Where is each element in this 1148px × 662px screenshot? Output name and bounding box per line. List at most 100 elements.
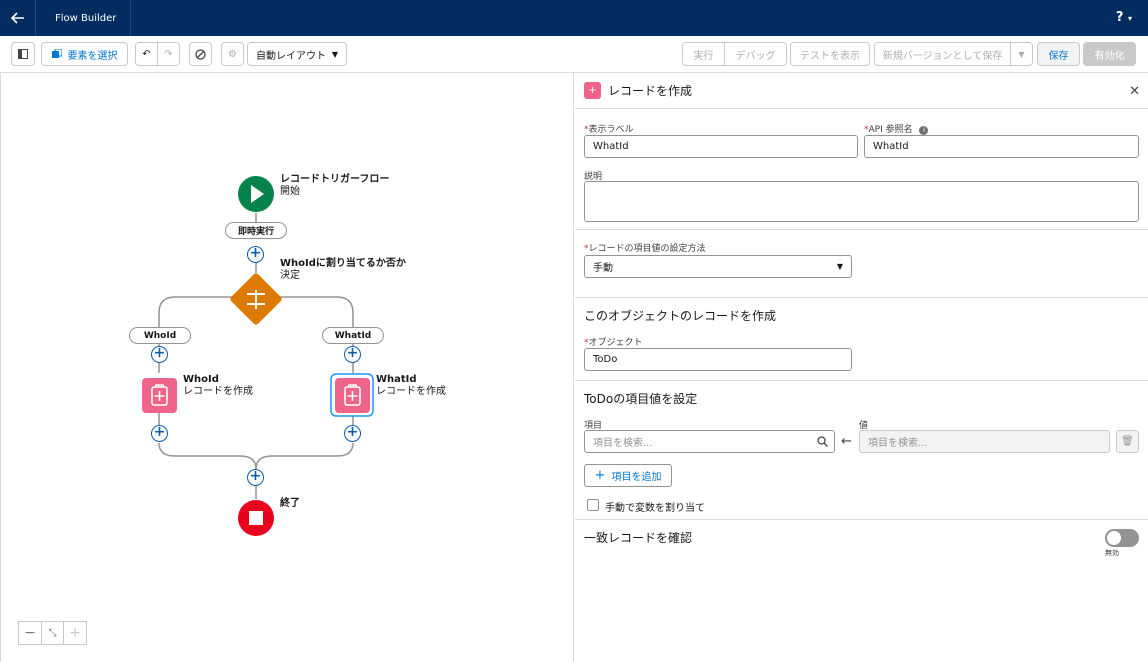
decision-title: WhoIdに割り当てるか否か [280,258,406,269]
set-method-label: *レコードの項目値の設定方法 [584,244,706,254]
start-node-label: レコードトリガーフロー開始 [280,174,389,198]
add-element-button[interactable]: + [344,425,361,442]
section-divider [575,380,1148,381]
object-section-heading: このオブジェクトのレコードを作成 [584,309,777,323]
clipboard-icon: + [584,82,601,99]
start-title: レコードトリガーフロー [280,174,390,185]
branch-left-label: WhoId [143,330,177,341]
collapse-icon: ⤡ [48,627,57,639]
set-method-select[interactable]: 手動 ▼ [584,255,852,278]
toolbar: 要素を選択 ↶ ↷ ⚙ 自動レイアウト ▼ 実行 デバッグ テストを表示 新規バ… [0,36,1148,73]
decision-node-label: WhoIdに割り当てるか否か決定 [280,258,406,282]
settings-button[interactable]: ⚙ [221,42,244,66]
undo-icon: ↶ [142,48,151,60]
add-element-button[interactable]: + [247,246,264,263]
back-button[interactable] [0,0,36,36]
save-new-version-button[interactable]: 新規バージョンとして保存 [874,42,1011,66]
save-new-version-label: 新規バージョンとして保存 [882,50,1003,62]
minus-icon: − [24,625,36,641]
fit-view-button[interactable]: ⤡ [41,621,64,645]
start-subtitle: 開始 [280,186,300,197]
branch-right-label: WhatId [334,330,372,341]
branch-pill-whoid[interactable]: WhoId [129,327,191,344]
value-column-label: 値 [859,421,869,431]
view-tests-button[interactable]: テストを表示 [790,42,870,66]
activate-label: 有効化 [1094,50,1125,62]
set-method-value: 手動 [593,263,613,274]
run-label: 実行 [693,50,714,62]
section-divider [575,297,1148,298]
close-icon[interactable]: ✕ [1129,84,1140,99]
add-element-button[interactable]: + [344,346,361,363]
api-name-label: *API 参照名 i [864,122,929,135]
value-search-input[interactable]: 項目を検索... [859,430,1110,453]
delete-row-button[interactable]: 🗑 [1116,430,1139,453]
stop-icon [249,511,263,525]
zoom-in-button[interactable]: + [63,621,87,645]
connector-lines [142,176,374,536]
zoom-out-button[interactable]: − [18,621,42,645]
chevron-down-icon: ▼ [1018,49,1025,59]
manual-assign-label: 手動で変数を割り当て [605,503,705,514]
debug-button[interactable]: デバッグ [724,42,787,66]
add-element-button[interactable]: + [151,346,168,363]
end-node-label: 終了 [280,498,300,510]
check-matching-toggle[interactable] [1105,529,1139,547]
run-button[interactable]: 実行 [682,42,725,66]
errors-button[interactable] [189,42,212,66]
select-icon [51,49,62,58]
undo-button[interactable]: ↶ [135,42,158,66]
app-header: Flow Builder ? ▾ [0,0,1148,36]
redo-icon: ↷ [164,48,173,60]
description-textarea[interactable] [584,181,1139,222]
play-icon [251,185,264,203]
toggle-panel-button[interactable] [11,42,35,66]
info-icon[interactable]: i [919,126,929,135]
label-field-label: *表示ラベル [584,125,634,135]
toggle-knob [1107,531,1121,545]
section-divider [575,519,1148,520]
toggle-state-label: 無効 [1105,549,1119,557]
object-input[interactable]: ToDo [584,348,852,371]
add-field-label: 項目を追加 [611,472,662,483]
redo-button[interactable]: ↷ [157,42,180,66]
flow-canvas[interactable]: レコードトリガーフロー開始 即時実行 + WhoIdに割り当てるか否か決定 Wh… [0,73,574,662]
label-input[interactable]: WhatId [584,135,858,158]
api-name-input[interactable]: WhatId [864,135,1139,158]
help-menu[interactable]: ? ▾ [1116,10,1132,25]
left-node-subtitle: レコードを作成 [183,386,253,397]
api-name-input-value: WhatId [873,141,909,152]
back-arrow-icon [10,12,24,24]
field-search-input[interactable]: 項目を検索... [584,430,835,453]
app-title-area: Flow Builder [47,0,131,36]
right-node-title: WhatId [376,374,417,385]
app-title: Flow Builder [55,12,117,24]
right-node-subtitle: レコードを作成 [376,386,446,397]
plus-icon: + [594,468,606,483]
view-tests-label: テストを表示 [800,50,860,62]
branch-pill-whatid[interactable]: WhatId [322,327,384,344]
field-values-heading: ToDoの項目値を設定 [584,392,698,406]
layout-select[interactable]: 自動レイアウト ▼ [247,42,347,66]
end-title: 終了 [280,498,300,509]
field-column-label: 項目 [584,421,603,431]
activate-button[interactable]: 有効化 [1083,42,1136,66]
layout-select-value: 自動レイアウト [256,50,326,62]
manual-assign-checkbox[interactable] [587,499,599,511]
field-search-placeholder: 項目を検索... [593,438,653,449]
select-elements-button[interactable]: 要素を選択 [41,42,128,66]
add-field-button[interactable]: + 項目を追加 [584,464,672,487]
object-label: *オブジェクト [584,338,643,348]
run-immediately-pill[interactable]: 即時実行 [225,222,287,239]
value-search-placeholder: 項目を検索... [868,438,928,449]
save-button[interactable]: 保存 [1037,42,1080,66]
chevron-down-icon: ▼ [836,262,843,271]
add-element-button[interactable]: + [151,425,168,442]
add-element-button[interactable]: + [247,469,264,486]
description-label: 説明 [584,172,603,182]
chevron-down-icon: ▼ [331,49,338,59]
run-immediately-label: 即時実行 [237,227,274,237]
save-options-button[interactable]: ▼ [1010,42,1033,66]
select-elements-label: 要素を選択 [67,50,118,62]
